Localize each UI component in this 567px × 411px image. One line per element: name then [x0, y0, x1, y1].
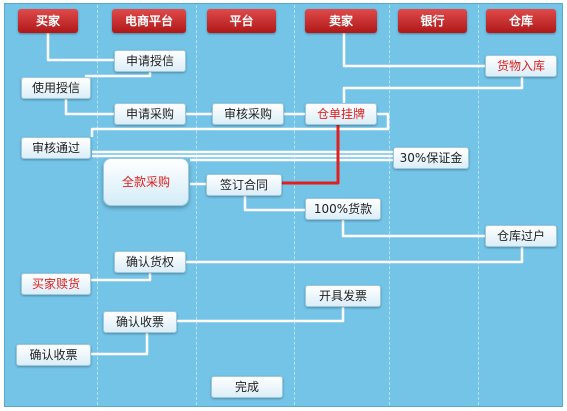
step-goods-storage: 货物入库 — [485, 55, 557, 77]
lane-header-bank: 银行 — [398, 9, 467, 33]
lane-separator — [97, 5, 98, 405]
lane-header-platform: 平台 — [207, 9, 276, 33]
step-sign-contract: 签订合同 — [206, 174, 282, 196]
step-full-purchase: 全款采购 — [103, 158, 189, 206]
step-warehouse-transfer: 仓库过户 — [485, 225, 557, 247]
lane-header-ecommerce-platform: 电商平台 — [112, 9, 186, 33]
lane-header-buyer: 买家 — [18, 9, 78, 33]
lane-header-warehouse: 仓库 — [486, 9, 556, 33]
step-full-payment: 100%货款 — [305, 198, 381, 220]
lane-separator — [389, 5, 390, 405]
step-confirm-invoice-buyer: 确认收票 — [16, 344, 91, 366]
lane-separator — [478, 5, 479, 405]
step-review-approved: 审核通过 — [21, 137, 91, 159]
step-warehouse-listing: 仓单挂牌 — [305, 103, 377, 125]
step-issue-invoice: 开具发票 — [305, 285, 381, 307]
step-confirm-invoice-platform: 确认收票 — [103, 311, 177, 333]
step-apply-purchase: 申请采购 — [114, 103, 186, 125]
step-buyer-redeem: 买家赎货 — [21, 273, 91, 295]
step-complete: 完成 — [211, 376, 283, 398]
step-confirm-title: 确认货权 — [114, 251, 186, 273]
step-apply-credit: 申请授信 — [114, 50, 186, 72]
lane-separator — [294, 5, 295, 405]
step-use-credit: 使用授信 — [21, 77, 91, 99]
step-review-purchase: 审核采购 — [212, 103, 284, 125]
step-deposit-30: 30%保证金 — [393, 147, 469, 169]
lane-header-seller: 卖家 — [305, 9, 377, 33]
lane-separator — [196, 5, 197, 405]
